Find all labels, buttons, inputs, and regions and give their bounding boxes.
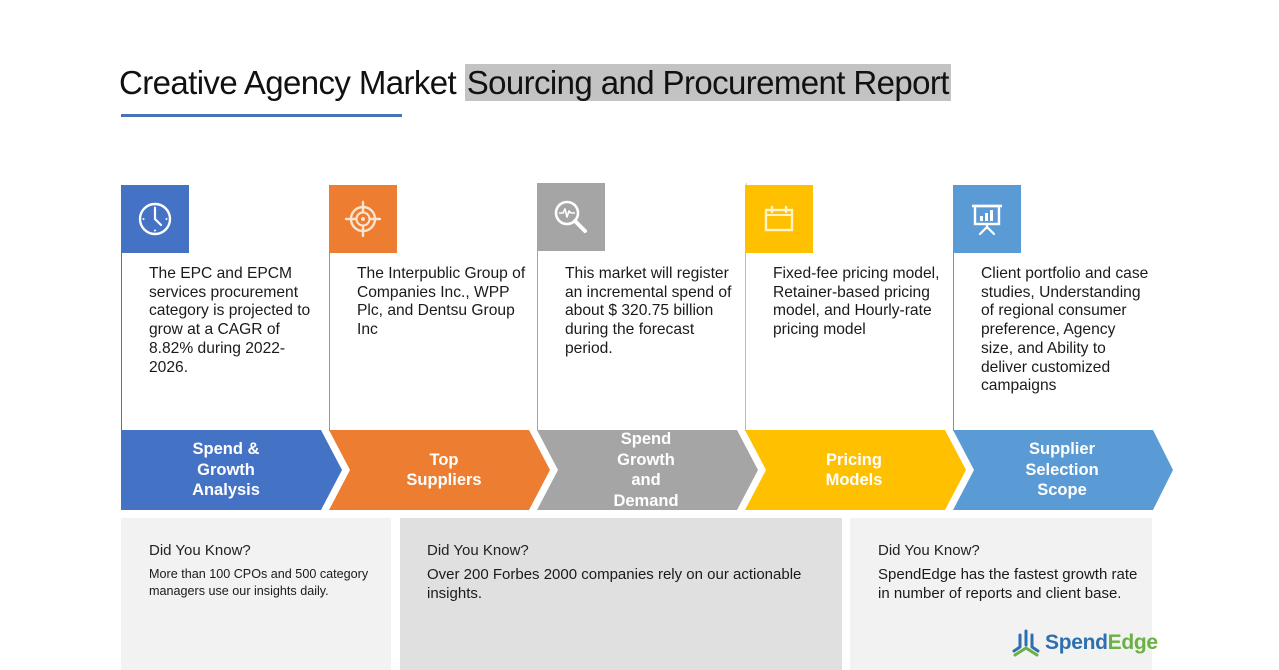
label-line: Spend & Growth: [192, 440, 260, 479]
stage-card-body: Fixed-fee pricing model, Retainer-based …: [773, 265, 940, 339]
stage-card-pricing-models: Fixed-fee pricing model, Retainer-based …: [744, 185, 955, 431]
stage-icon-box: [120, 185, 189, 253]
chevron-shapes: [121, 430, 1173, 510]
presentation-chart-icon: [971, 204, 1002, 236]
calendar-icon: [764, 205, 793, 232]
stage-label-top-suppliers: Top Suppliers: [339, 430, 549, 510]
target-icon: [344, 200, 381, 238]
label-line: Scope: [1037, 481, 1087, 500]
label-line: Pricing Models: [825, 450, 883, 490]
logo-text-edge: Edge: [1107, 631, 1158, 654]
stage-icon-box: [328, 185, 397, 253]
did-you-know-text: Over 200 Forbes 2000 companies rely on o…: [427, 566, 802, 602]
stage-card-body: This market will register an incremental…: [565, 265, 732, 357]
did-you-know-text: SpendEdge has the fastest growth rate in…: [878, 566, 1138, 602]
page-title: Creative Agency Market Sourcing and Proc…: [119, 62, 951, 104]
clock-icon: [138, 202, 171, 236]
did-you-know-heading: Did You Know?: [427, 542, 529, 559]
stage-icon-box: [952, 185, 1021, 253]
spendedge-logo: SpendEdge: [1011, 628, 1158, 658]
spendedge-logo-icon: [1012, 629, 1040, 657]
stage-card-body: Client portfolio and case studies, Under…: [981, 265, 1149, 395]
stage-icon-box: [536, 183, 605, 251]
did-you-know-box-3: Did You Know? SpendEdge has the fastest …: [850, 518, 1152, 670]
stage-card-top-suppliers: The Interpublic Group of Companies Inc.,…: [328, 185, 539, 431]
did-you-know-box-2: Did You Know? Over 200 Forbes 2000 compa…: [400, 518, 842, 670]
did-you-know-heading: Did You Know?: [149, 542, 251, 559]
label-line: Spend Growth and: [617, 430, 675, 489]
did-you-know-text: More than 100 CPOs and 500 category mana…: [149, 567, 369, 598]
label-line: Demand: [613, 491, 679, 510]
stage-icon-box: [744, 185, 813, 253]
stage-card-body: The EPC and EPCM services procurement ca…: [149, 265, 311, 376]
did-you-know-heading: Did You Know?: [878, 542, 980, 559]
label-line: Supplier Selection: [1025, 440, 1099, 479]
stage-card-spend-growth: The EPC and EPCM services procurement ca…: [120, 185, 331, 431]
stage-label-pricing-models: Pricing Models: [749, 430, 959, 510]
label-line: Analysis: [192, 481, 260, 500]
logo-text-spend: Spend: [1045, 631, 1108, 654]
title-highlighted: Sourcing and Procurement Report: [464, 64, 951, 101]
stage-card-spend-demand: This market will register an incremental…: [536, 183, 747, 431]
magnifier-pulse-icon: [554, 200, 587, 233]
did-you-know-box-1: Did You Know? More than 100 CPOs and 500…: [121, 518, 391, 670]
stage-card-supplier-selection: Client portfolio and case studies, Under…: [952, 185, 1163, 431]
stage-card-body: The Interpublic Group of Companies Inc.,…: [357, 265, 526, 339]
label-line: Top Suppliers: [406, 450, 482, 490]
title-underline: [121, 114, 402, 117]
title-plain: Creative Agency Market: [119, 64, 465, 101]
